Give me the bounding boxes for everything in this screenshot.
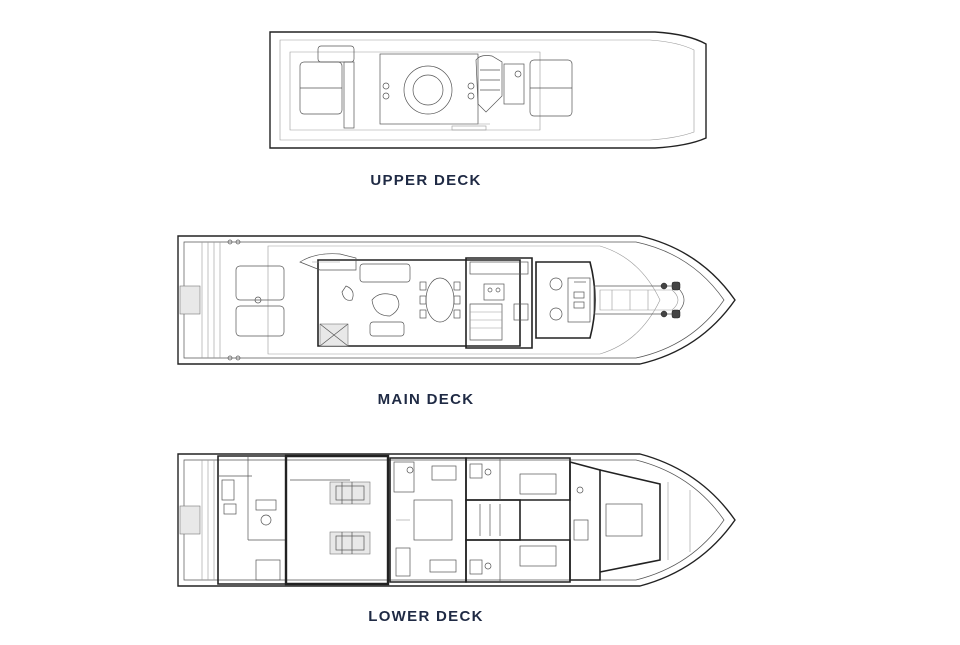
lower-vip-bed [605, 503, 643, 537]
main-deck-label: MAIN DECK [377, 391, 475, 408]
main-saloon [317, 259, 521, 347]
lower-engine-starboard [329, 531, 371, 555]
lower-vip-cabin [599, 469, 661, 573]
main-aft-steps [179, 242, 221, 358]
lower-deck-hull [177, 453, 736, 587]
main-aft-sofa [235, 265, 285, 301]
main-coffee-table [371, 293, 400, 317]
lower-deck-plan [177, 453, 736, 587]
main-galley [465, 257, 533, 349]
lower-engine-room [284, 454, 390, 586]
upper-stair [475, 55, 503, 113]
upper-deck-plan [269, 31, 707, 149]
lower-deck-label: LOWER DECK [368, 608, 484, 625]
lower-engine-port [329, 481, 371, 505]
lower-master-bed [413, 499, 453, 541]
main-deck-plan [177, 235, 736, 365]
main-wheelhouse [535, 261, 596, 339]
upper-round-table [403, 65, 453, 115]
upper-lounge-area [379, 53, 479, 125]
lower-guest-cabin-starboard [465, 539, 571, 583]
upper-deck-label: UPPER DECK [370, 172, 482, 189]
main-saloon-sofa [359, 263, 411, 283]
main-windlass [671, 281, 681, 291]
